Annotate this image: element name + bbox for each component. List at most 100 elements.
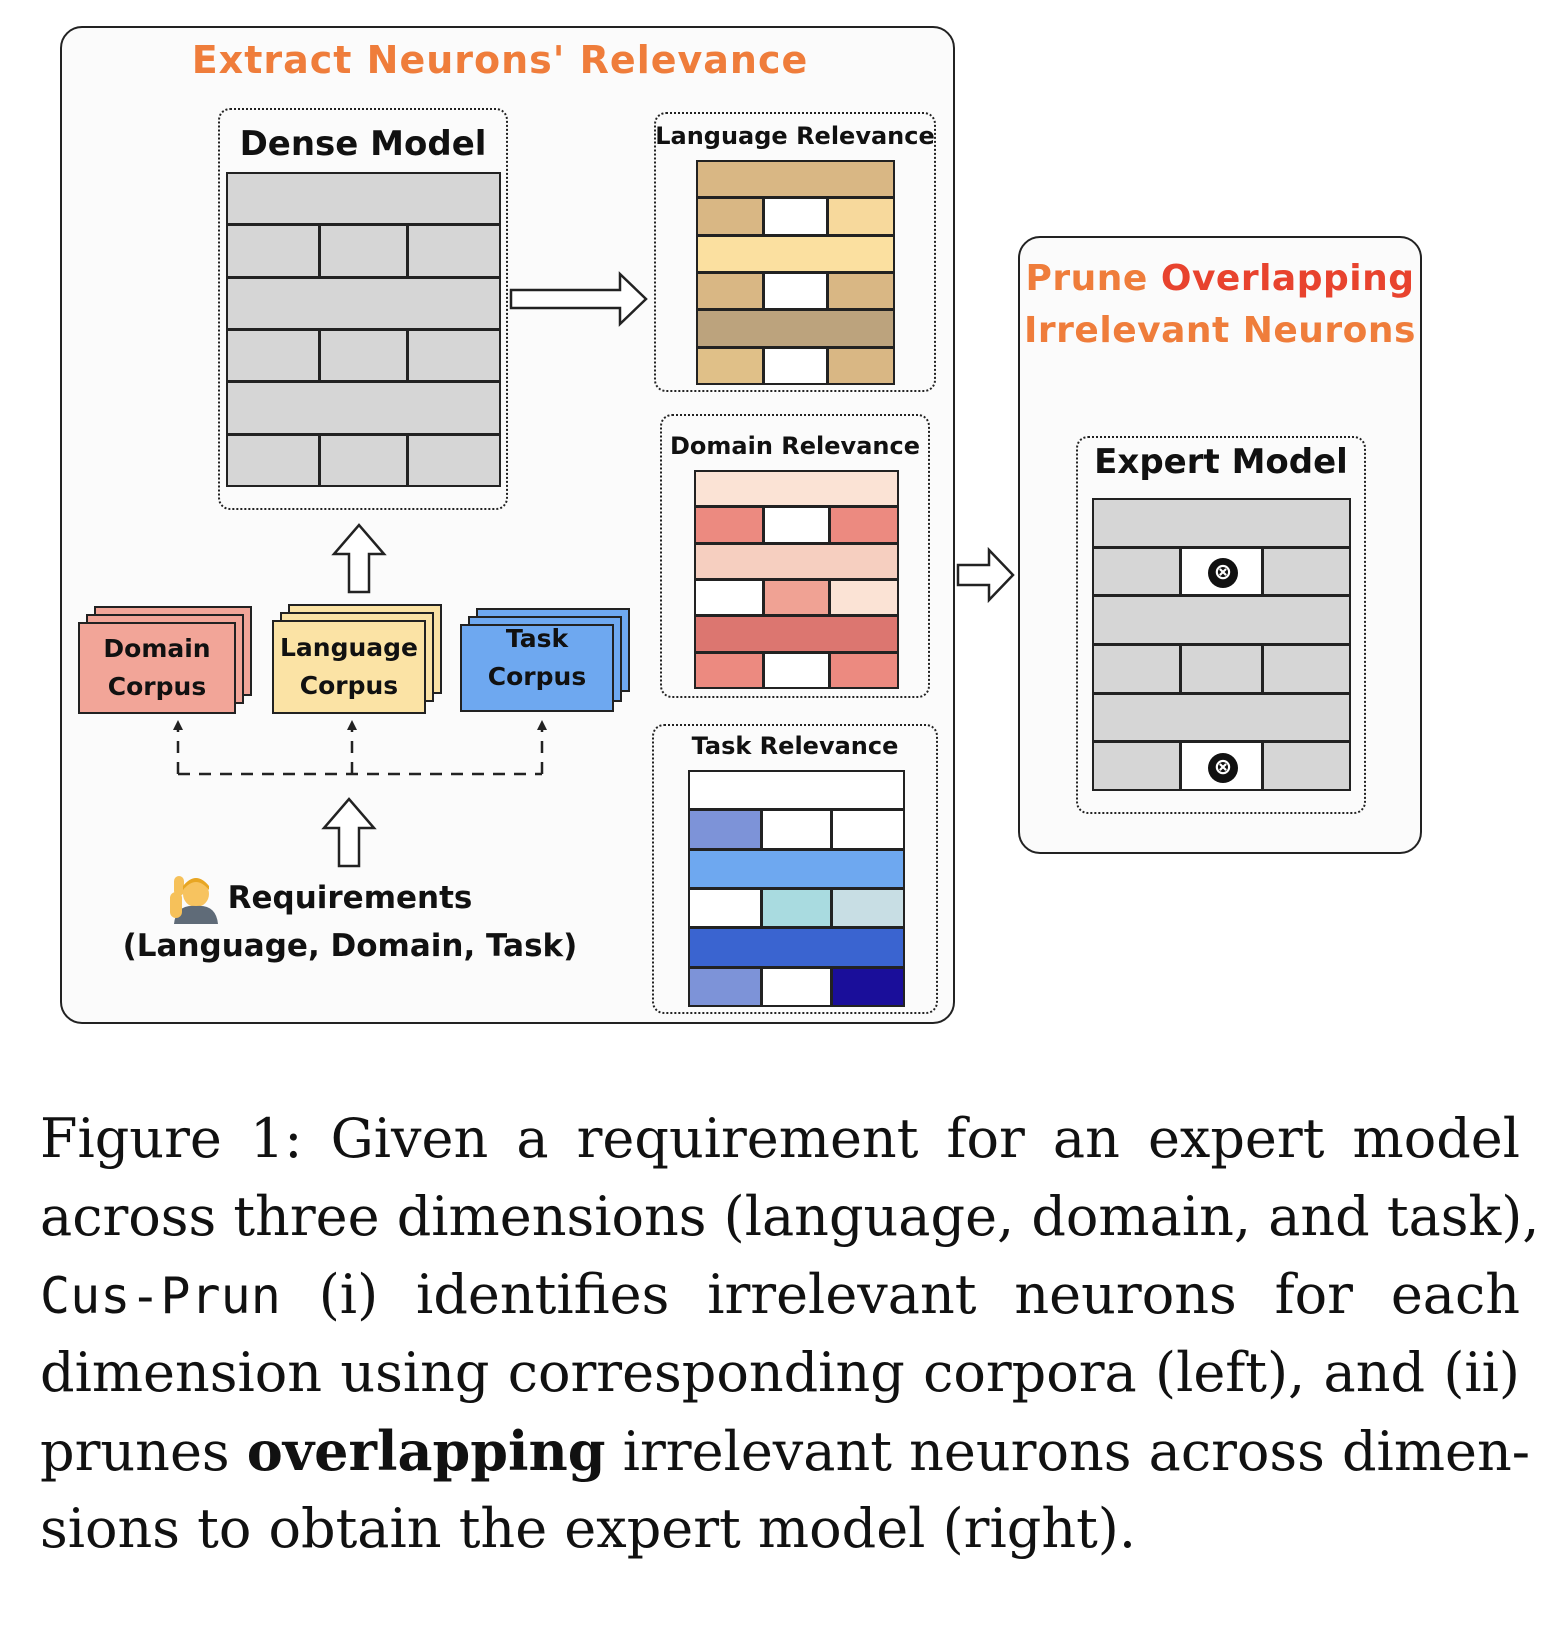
neuron-block	[763, 197, 828, 236]
neuron-block	[761, 809, 832, 850]
neuron-block	[1092, 546, 1181, 597]
language-corpus-line2: Corpus	[299, 671, 399, 700]
neuron-block: ⊗	[1179, 741, 1264, 791]
neuron-block	[826, 272, 895, 311]
task-relevance-box	[652, 724, 938, 1014]
language-relevance-neurons	[696, 160, 895, 385]
caption-line-6: sions to obtain the expert model (right)…	[40, 1497, 1137, 1560]
task-relevance-neurons	[688, 770, 905, 1007]
neuron-block	[826, 197, 895, 236]
neuron-block	[694, 651, 765, 689]
domain-corpus-line1: Domain	[103, 634, 211, 663]
domain-relevance-neurons	[694, 470, 899, 689]
neuron-block	[826, 346, 895, 385]
dense-model-title: Dense Model	[239, 124, 487, 164]
neuron-block	[226, 329, 321, 383]
domain-relevance-title: Domain Relevance	[670, 432, 920, 460]
neuron-block	[688, 770, 905, 811]
caption-line-4: dimension using corresponding corpora (l…	[40, 1341, 1520, 1404]
caption-line-3: Cus-Prun (i) identifies irrelevant neuro…	[40, 1256, 1520, 1334]
neuron-block	[696, 272, 765, 311]
caption-line-2: across three dimensions (language, domai…	[40, 1185, 1540, 1248]
neuron-block	[696, 346, 765, 385]
task-corpus-line1: Task	[505, 624, 569, 653]
neuron-block	[763, 506, 830, 544]
expert-model-box	[1076, 436, 1366, 814]
neuron-block	[761, 966, 832, 1007]
neuron-block	[226, 172, 501, 226]
neuron-block	[763, 651, 830, 689]
neuron-block	[828, 651, 899, 689]
neuron-block	[406, 329, 501, 383]
neuron-block	[688, 809, 763, 850]
neuron-block	[1262, 644, 1351, 694]
requirements-dimensions: (Language, Domain, Task)	[122, 928, 578, 964]
person-raising-hand-icon	[170, 876, 218, 924]
caption-bold-overlapping: overlapping	[246, 1419, 606, 1483]
neuron-block	[694, 579, 765, 617]
domain-relevance-box	[660, 414, 930, 698]
neuron-block	[694, 506, 765, 544]
expert-model-title: Expert Model	[1094, 442, 1348, 482]
arrow-right-icon	[509, 271, 648, 327]
neuron-block	[319, 329, 408, 383]
prune-title-highlight: Overlapping	[1160, 258, 1415, 299]
arrow-right-icon	[956, 546, 1015, 604]
neuron-block	[763, 272, 828, 311]
arrow-up-icon	[331, 523, 387, 594]
neuron-block	[761, 888, 832, 929]
prune-title-line2: Irrelevant Neurons	[1024, 310, 1416, 351]
figure-caption: Figure 1: Given a requirement for an exp…	[40, 1100, 1540, 1568]
caption-line-5-a: prunes	[40, 1420, 247, 1483]
neuron-block	[694, 542, 899, 580]
neuron-block	[696, 197, 765, 236]
task-relevance-title: Task Relevance	[691, 732, 899, 760]
neuron-block: ⊗	[1179, 546, 1264, 597]
neuron-block	[319, 224, 408, 278]
neuron-block	[226, 276, 501, 330]
neuron-block	[1092, 498, 1351, 548]
neuron-block	[688, 888, 763, 929]
neuron-block	[688, 966, 763, 1007]
neuron-block	[1092, 644, 1181, 694]
caption-line-5-c: irrelevant neurons across dimen-	[605, 1420, 1531, 1483]
caption-line-1: Figure 1: Given a requirement for an exp…	[40, 1107, 1520, 1170]
neuron-block	[226, 224, 321, 278]
requirements-title: Requirements	[227, 880, 473, 916]
pruned-neuron-icon: ⊗	[1207, 752, 1238, 783]
requirements-connector	[173, 720, 547, 776]
expert-model-neurons: ⊗⊗	[1092, 498, 1351, 791]
neuron-block	[694, 470, 899, 508]
neuron-block	[694, 615, 899, 653]
neuron-block	[696, 309, 895, 348]
language-relevance-box	[654, 112, 936, 392]
prune-title-word: Prune	[1025, 258, 1148, 299]
neuron-block	[1262, 741, 1351, 791]
neuron-block	[830, 809, 905, 850]
neuron-block	[1092, 741, 1181, 791]
neuron-block	[696, 234, 895, 273]
neuron-block	[406, 224, 501, 278]
dense-model-box	[218, 108, 508, 510]
neuron-block	[1092, 595, 1351, 645]
neuron-block	[1092, 692, 1351, 743]
neuron-block	[319, 433, 408, 487]
neuron-block	[688, 927, 905, 968]
arrow-up-icon	[321, 797, 377, 868]
neuron-block	[1262, 546, 1351, 597]
extract-relevance-title: Extract Neurons' Relevance	[191, 38, 809, 82]
neuron-block	[828, 506, 899, 544]
language-corpus-line1: Language	[279, 633, 418, 662]
neuron-block	[828, 579, 899, 617]
task-corpus-line2: Corpus	[487, 662, 587, 691]
caption-line-3-rest: (i) identifies irrelevant neurons for ea…	[280, 1263, 1520, 1326]
dense-model-neurons	[226, 172, 501, 487]
neuron-block	[830, 966, 905, 1007]
neuron-block	[226, 381, 501, 435]
caption-line-5: prunes overlapping irrelevant neurons ac…	[40, 1412, 1530, 1490]
neuron-block	[1179, 644, 1264, 694]
neuron-block	[226, 433, 321, 487]
language-relevance-title: Language Relevance	[655, 122, 935, 150]
